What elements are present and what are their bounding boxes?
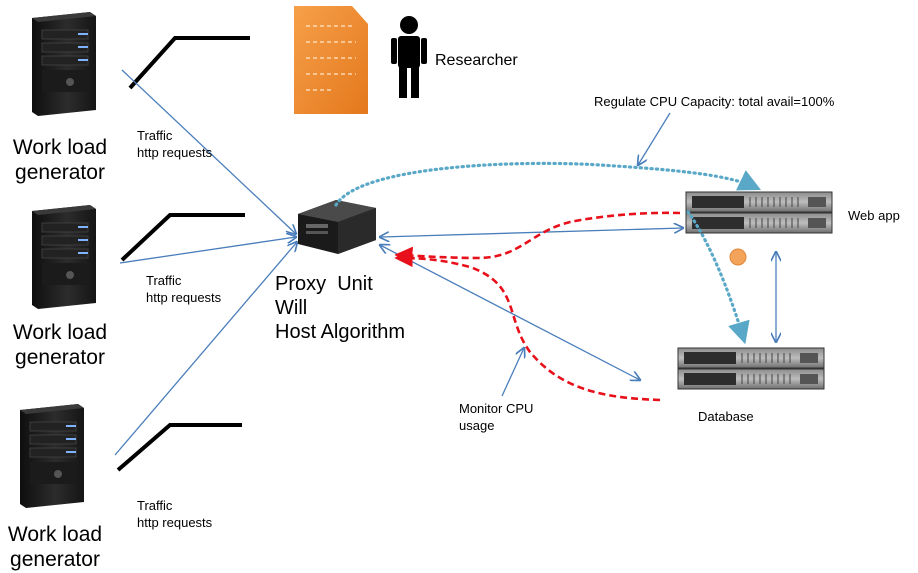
proxy-webapp-link — [380, 228, 683, 237]
server-tower-icon — [32, 205, 96, 309]
proxy-database-link — [380, 245, 640, 380]
server-tower-icon — [20, 404, 84, 508]
regulate-label: Regulate CPU Capacity: total avail=100% — [594, 94, 835, 109]
generator-label-line1: Work load — [7, 523, 103, 546]
traffic-flow-line — [114, 242, 297, 456]
proxy-label-line3: Host Algorithm — [275, 321, 406, 343]
proxy-label-line2: Will — [275, 297, 308, 319]
regulate-dotted-curve — [686, 210, 750, 345]
load-ramp-graph — [128, 36, 250, 90]
generator-label-line1: Work load — [12, 136, 108, 159]
researcher-person-icon — [391, 16, 427, 98]
traffic-flow-line — [119, 237, 296, 264]
traffic-label-line2: http requests — [146, 290, 222, 305]
researcher-label: Researcher — [435, 52, 518, 69]
monitor-label: Monitor CPU usage — [459, 400, 533, 434]
traffic-label: Traffic http requests — [137, 497, 212, 531]
traffic-label-line1: Traffic — [146, 273, 182, 288]
monitor-dashed-curve — [394, 211, 681, 265]
generator-label: Work load generator — [0, 522, 110, 572]
document-icon — [294, 6, 368, 114]
generator-label: Work load generator — [5, 135, 115, 185]
monitor-dashed-curve — [394, 248, 661, 402]
proxy-label: Proxy Unit Will Host Algorithm — [275, 272, 405, 344]
generator-label-line2: generator — [10, 548, 100, 571]
traffic-flow-line — [121, 69, 296, 234]
generator-label: Work load generator — [5, 320, 115, 370]
webapp-label: Web app — [848, 208, 900, 223]
generator-label-line2: generator — [15, 161, 105, 184]
status-dot-icon — [729, 248, 747, 266]
traffic-label-line1: Traffic — [137, 128, 173, 143]
load-ramp-graph — [116, 423, 242, 472]
database-label: Database — [698, 409, 754, 424]
database-server-icon — [677, 347, 825, 390]
webapp-server-icon — [685, 191, 833, 234]
traffic-label-line2: http requests — [137, 145, 213, 160]
regulate-callout-pointer — [638, 112, 671, 165]
regulate-dotted-curve — [334, 161, 762, 207]
monitor-callout-pointer — [501, 348, 524, 397]
monitor-label-line2: usage — [459, 418, 495, 433]
monitor-label-line1: Monitor CPU — [459, 401, 534, 416]
proxy-unit-icon — [298, 200, 376, 254]
proxy-label-line1: Proxy Unit — [275, 273, 373, 295]
traffic-label: Traffic http requests — [146, 272, 221, 306]
traffic-label: Traffic http requests — [137, 127, 212, 161]
traffic-label-line2: http requests — [137, 515, 213, 530]
generator-label-line1: Work load — [12, 321, 108, 344]
traffic-label-line1: Traffic — [137, 498, 173, 513]
server-tower-icon — [32, 12, 96, 116]
generator-label-line2: generator — [15, 346, 105, 369]
load-ramp-graph — [120, 213, 245, 262]
